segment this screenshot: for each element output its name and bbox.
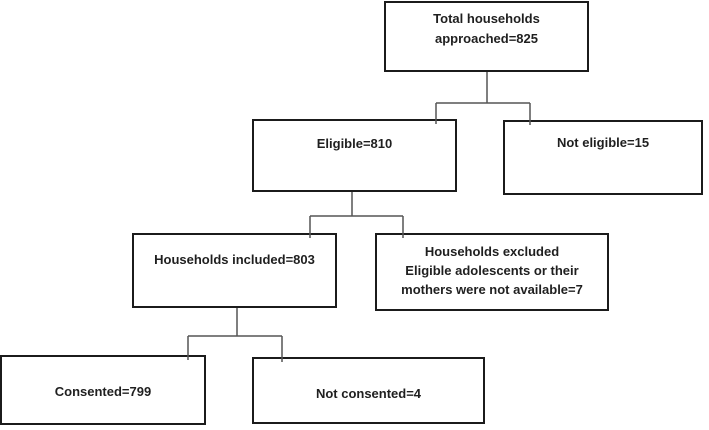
- node-total-households: Total households approached=825: [384, 1, 589, 72]
- node-text-line: Households included=803: [154, 252, 315, 267]
- node-text-line: Total households: [433, 11, 540, 26]
- node-not-consented: Not consented=4: [252, 357, 485, 424]
- node-text-line: Not consented=4: [315, 386, 422, 401]
- node-text-line: Households excluded: [424, 244, 560, 259]
- node-eligible: Eligible=810: [252, 119, 457, 192]
- node-households-included: Households included=803: [132, 233, 337, 308]
- node-text-line: Eligible=810: [316, 136, 393, 151]
- node-households-excluded: Households excluded Eligible adolescents…: [375, 233, 609, 311]
- node-text-line: approached=825: [435, 31, 538, 46]
- node-consented: Consented=799: [0, 355, 206, 425]
- connector-included-to-consent: [187, 308, 283, 362]
- node-text-line: Consented=799: [54, 384, 152, 399]
- connector-total-to-eligibility: [435, 72, 531, 125]
- node-text-line: Not eligible=15: [556, 135, 650, 150]
- node-text-line: mothers were not available=7: [401, 282, 583, 297]
- connector-eligible-to-inclusion: [309, 192, 404, 238]
- node-not-eligible: Not eligible=15: [503, 120, 703, 195]
- node-text-line: Eligible adolescents or their: [405, 263, 579, 278]
